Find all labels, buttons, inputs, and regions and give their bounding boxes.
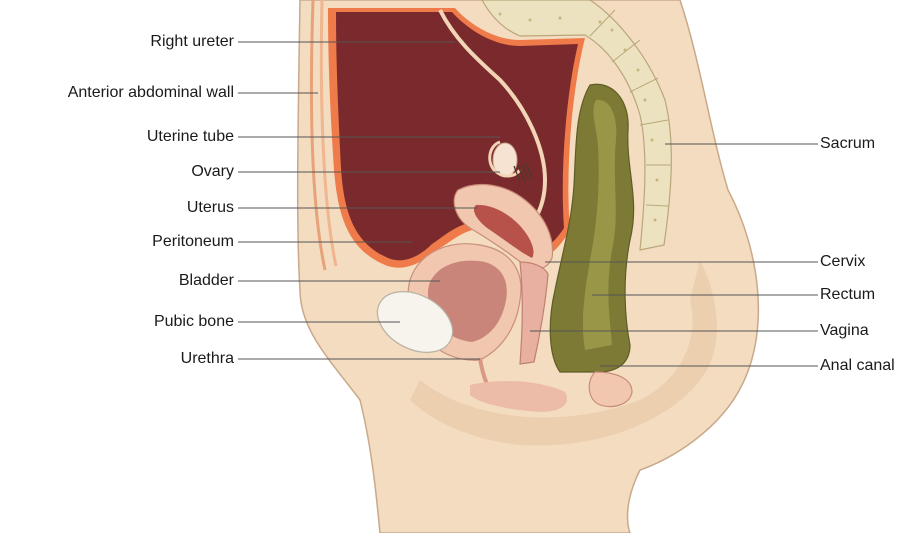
- label-urethra: Urethra: [181, 350, 234, 368]
- label-peritoneum: Peritoneum: [152, 233, 234, 251]
- label-rectum: Rectum: [820, 286, 875, 304]
- label-uterine-tube: Uterine tube: [147, 128, 234, 146]
- label-uterus: Uterus: [187, 199, 234, 217]
- label-right-ureter: Right ureter: [150, 33, 234, 51]
- label-anal-canal: Anal canal: [820, 357, 895, 375]
- label-vagina: Vagina: [820, 322, 869, 340]
- label-bladder: Bladder: [179, 272, 234, 290]
- label-sacrum: Sacrum: [820, 135, 875, 153]
- label-cervix: Cervix: [820, 253, 865, 271]
- label-anterior-abdominal-wall: Anterior abdominal wall: [68, 84, 234, 102]
- label-ovary: Ovary: [191, 163, 234, 181]
- label-pubic-bone: Pubic bone: [154, 313, 234, 331]
